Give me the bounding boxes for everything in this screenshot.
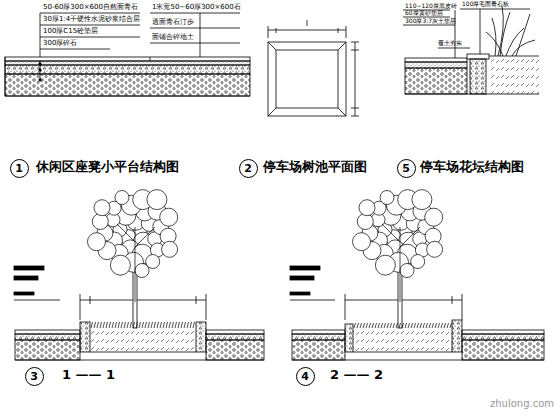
tree-symbols bbox=[88, 190, 452, 328]
callout-circle: 4 bbox=[296, 367, 315, 386]
annotation: 100厚C15砼垫层 bbox=[43, 28, 98, 36]
callout-number: 5 bbox=[402, 163, 410, 174]
tree-stroke bbox=[375, 255, 395, 275]
annotation: 30厚1:4干硬性水泥砂浆结合层 bbox=[43, 16, 140, 24]
planter-section bbox=[403, 6, 539, 94]
tree-stroke bbox=[427, 241, 443, 257]
tree-stroke bbox=[92, 214, 108, 230]
watermark: zhulong.com bbox=[490, 398, 554, 409]
tree-stroke bbox=[382, 224, 420, 302]
tree-pit-section-2 bbox=[290, 258, 544, 360]
tree-stroke bbox=[380, 191, 394, 205]
drawing-title: 停车场花坛结构图 bbox=[420, 160, 524, 174]
callout-circle: 3 bbox=[25, 367, 44, 386]
annotation: 60厚黄砂垫层 bbox=[405, 10, 443, 17]
tree-pit-plan bbox=[268, 20, 359, 116]
tree-stroke bbox=[94, 200, 110, 216]
callout-number: 4 bbox=[301, 371, 309, 382]
annotation: 覆土夯实 bbox=[438, 40, 462, 47]
annotation: 1米宽50~60厚300×600石 bbox=[152, 4, 241, 12]
tree-stroke bbox=[110, 255, 130, 275]
drawing-title: 1 —— 1 bbox=[62, 368, 115, 382]
tree-stroke bbox=[400, 264, 414, 278]
callout-circle: 1 bbox=[10, 159, 29, 178]
tree-stroke bbox=[353, 233, 371, 251]
platform-section bbox=[5, 13, 250, 96]
tree-stroke bbox=[147, 190, 167, 210]
annotation: 透面青石汀步 bbox=[152, 19, 194, 27]
tree-stroke bbox=[162, 241, 178, 257]
tree-stroke bbox=[160, 208, 178, 226]
callout-number: 1 bbox=[15, 163, 23, 174]
tree-stroke bbox=[135, 264, 149, 278]
tree-stroke bbox=[357, 214, 373, 230]
tree-stroke bbox=[88, 233, 106, 251]
annotation: 100厚毛面青石板 bbox=[462, 1, 509, 8]
drawing-title: 停车场树池平面图 bbox=[263, 160, 367, 174]
tree-pit-section-1 bbox=[14, 258, 264, 360]
drawing-title: 休闲区座凳小平台结构图 bbox=[36, 160, 179, 174]
annotation: 50-60厚300×600自然面青石 bbox=[43, 4, 138, 12]
annotation: 110~120厚黑皮砖 bbox=[405, 3, 457, 10]
tree-stroke bbox=[91, 322, 195, 328]
tree-stroke bbox=[359, 200, 375, 216]
annotation: 300厚碎石 bbox=[43, 40, 77, 48]
annotation: 面铺合碎地土 bbox=[152, 34, 194, 42]
tree-stroke bbox=[425, 208, 443, 226]
callout-circle: 2 bbox=[239, 159, 258, 178]
callout-number: 3 bbox=[30, 371, 38, 382]
callout-number: 2 bbox=[244, 163, 252, 174]
drawing-title: 2 —— 2 bbox=[330, 368, 383, 382]
tree-stroke bbox=[412, 190, 432, 210]
tree-stroke bbox=[354, 323, 452, 328]
tree-stroke bbox=[117, 224, 155, 302]
callout-circle: 5 bbox=[397, 159, 416, 178]
tree-stroke bbox=[115, 191, 129, 205]
annotation: 300厚3:7灰土垫层 bbox=[405, 18, 456, 25]
